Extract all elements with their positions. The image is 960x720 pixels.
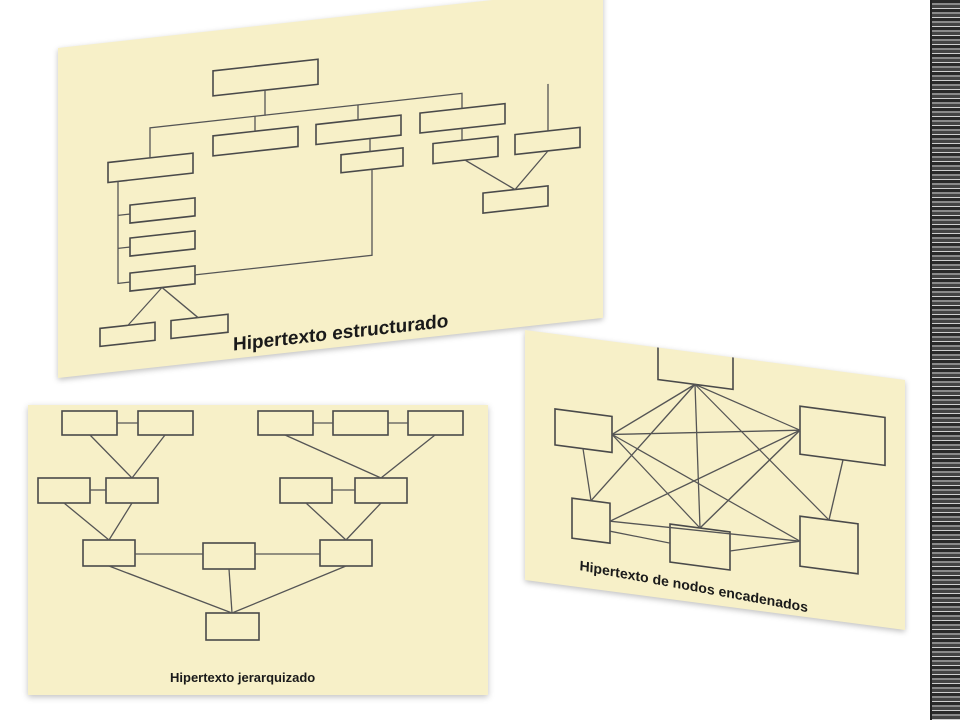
node — [571, 497, 611, 545]
node — [332, 410, 389, 436]
connector — [380, 434, 436, 479]
connector — [228, 568, 233, 614]
node — [554, 408, 613, 454]
node — [799, 405, 886, 467]
connector — [694, 383, 801, 431]
connector — [464, 159, 516, 191]
node — [105, 477, 159, 504]
decorative-film-border — [930, 0, 960, 720]
connector — [108, 565, 233, 614]
connector — [161, 286, 199, 319]
node — [137, 410, 194, 436]
caption-hierarchical: Hipertexto jerarquizado — [170, 670, 316, 685]
diagram-structured-hypertext: Hipertexto estructurado — [58, 0, 603, 378]
connector — [149, 90, 266, 158]
connector — [284, 434, 382, 479]
node — [170, 313, 229, 340]
node — [799, 515, 859, 575]
node — [129, 229, 196, 257]
node — [279, 477, 333, 504]
node — [99, 321, 156, 348]
connector — [582, 448, 592, 501]
connector — [305, 502, 347, 541]
connector — [609, 429, 801, 522]
connector — [118, 213, 130, 217]
connector — [611, 383, 696, 436]
diagram-chained-nodes-hypertext: Hipertexto de nodos encadenados — [525, 330, 905, 631]
connector — [729, 540, 801, 552]
node — [340, 147, 404, 174]
connector — [63, 502, 110, 541]
connector — [127, 287, 163, 326]
node — [257, 410, 314, 436]
connector — [611, 433, 801, 542]
connector — [611, 434, 701, 529]
connector — [108, 502, 133, 541]
node — [482, 185, 549, 214]
connector — [117, 181, 130, 285]
connector — [514, 150, 549, 190]
node — [205, 612, 260, 641]
connector — [694, 383, 830, 521]
structured-diagram-svg — [99, 58, 581, 348]
node — [202, 542, 256, 570]
node — [37, 477, 91, 504]
node — [129, 196, 196, 224]
connector — [694, 384, 701, 529]
connector — [345, 502, 382, 541]
node — [432, 135, 499, 165]
connector — [609, 530, 671, 544]
connector — [231, 565, 347, 614]
connector — [118, 246, 130, 250]
connector — [89, 434, 133, 479]
connector — [828, 459, 844, 521]
node — [319, 539, 373, 567]
node — [407, 410, 464, 436]
connector — [195, 169, 373, 276]
diagram-hierarchical-hypertext: Hipertexto jerarquizado — [28, 405, 488, 695]
node — [657, 338, 734, 391]
node — [82, 539, 136, 567]
node — [61, 410, 118, 436]
connector — [265, 92, 463, 116]
connector — [611, 429, 801, 436]
connector — [609, 520, 801, 542]
node — [514, 126, 581, 156]
connector — [131, 434, 166, 479]
connector — [699, 429, 801, 529]
node — [354, 477, 408, 504]
connector — [590, 383, 696, 502]
hierarchical-diagram-svg — [37, 410, 464, 641]
